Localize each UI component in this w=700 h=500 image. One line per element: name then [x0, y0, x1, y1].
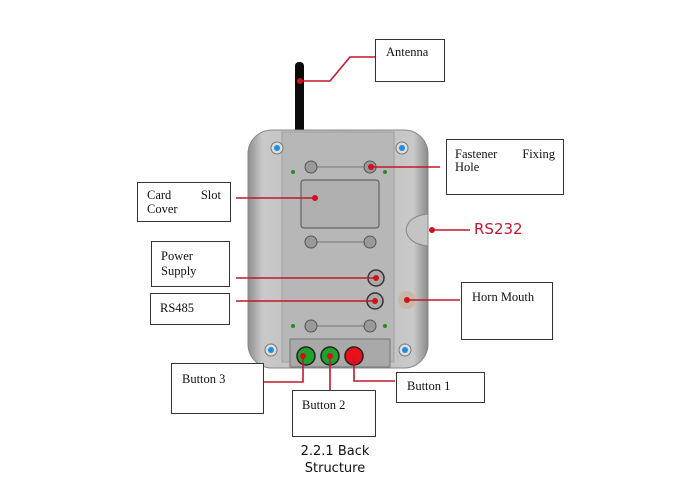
label-rs485: RS485: [150, 293, 230, 325]
label-text: Fastener: [455, 147, 498, 161]
label-button-1: Button 1: [396, 372, 485, 403]
label-fastener-fixing-hole: Fastener Fixing Hole: [446, 139, 564, 195]
label-button-2: Button 2: [292, 390, 376, 437]
leader-lines: [236, 56, 470, 392]
label-text: Button 3: [182, 372, 226, 386]
caption-line-2: Structure: [304, 461, 366, 476]
caption-line-1: 2.2.1 Back: [300, 444, 370, 459]
label-rs232: RS232: [474, 220, 523, 238]
label-text: Supply: [161, 264, 197, 278]
screw-icon: [264, 141, 412, 357]
label-card-slot-cover: Card Slot Cover: [137, 182, 231, 222]
label-text: Card: [147, 188, 172, 202]
label-text: Horn Mouth: [472, 290, 535, 304]
label-text: Button 2: [302, 398, 346, 412]
fastener-holes: [304, 160, 377, 333]
label-text: Button 1: [407, 379, 451, 393]
label-power-supply: Power Supply: [151, 241, 230, 287]
label-text: Slot: [200, 188, 221, 202]
label-text: Cover: [147, 202, 178, 216]
label-text: Power: [161, 249, 193, 263]
label-text: Hole: [455, 160, 480, 174]
rs232-port: [405, 213, 429, 247]
label-text: Fixing: [522, 147, 555, 161]
label-text: RS485: [160, 301, 195, 315]
label-horn-mouth: Horn Mouth: [461, 282, 553, 340]
label-text: Antenna: [386, 45, 429, 59]
figure-caption: 2.2.1 Back Structure: [290, 443, 380, 477]
label-button-3: Button 3: [171, 363, 264, 414]
card-slot-cover: [300, 179, 380, 229]
label-antenna: Antenna: [375, 39, 445, 82]
